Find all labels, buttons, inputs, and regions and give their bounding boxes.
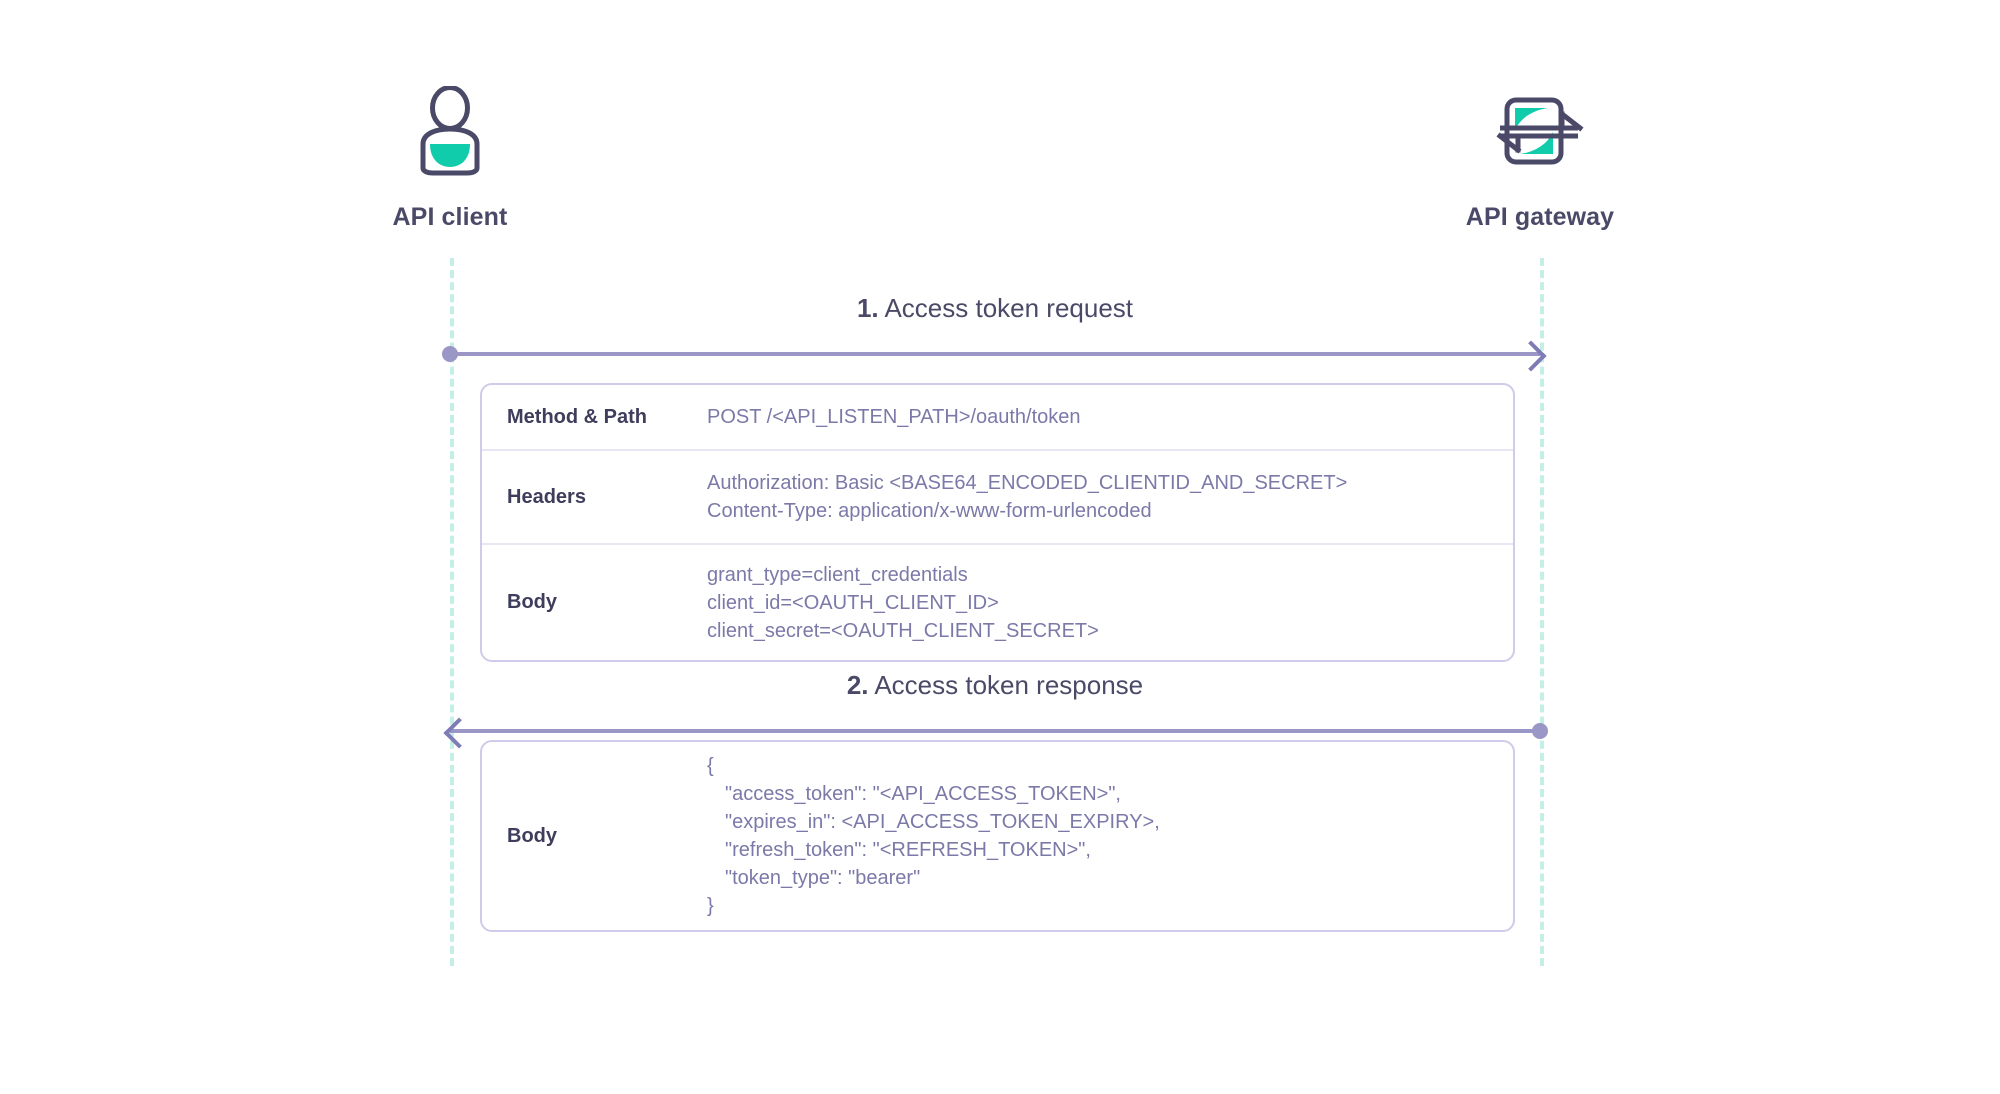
step-1-number: 1. bbox=[856, 293, 879, 323]
table-row: Body grant_type=client_credentials clien… bbox=[482, 545, 1513, 660]
step-1-title: 1. Access token request bbox=[450, 293, 1540, 324]
row-value: Authorization: Basic <BASE64_ENCODED_CLI… bbox=[707, 469, 1513, 525]
step-1-label: Access token request bbox=[884, 293, 1134, 323]
actor-label: API client bbox=[392, 203, 508, 231]
actor-label: API gateway bbox=[1465, 203, 1615, 231]
lifeline-api-client bbox=[450, 258, 454, 966]
row-value-line: "refresh_token": "<REFRESH_TOKEN>", bbox=[725, 839, 1091, 861]
step-2-detail-table: Body { "access_token": "<API_ACCESS_TOKE… bbox=[480, 740, 1515, 932]
step-2-number: 2. bbox=[846, 670, 869, 700]
row-value-line: client_secret=<OAUTH_CLIENT_SECRET> bbox=[707, 619, 1099, 642]
arrow-line bbox=[450, 729, 1540, 733]
step-2-title: 2. Access token response bbox=[450, 670, 1540, 701]
arrow-origin-dot bbox=[442, 346, 458, 362]
table-row: Headers Authorization: Basic <BASE64_ENC… bbox=[482, 451, 1513, 545]
row-value: POST /<API_LISTEN_PATH>/oauth/token bbox=[707, 403, 1513, 431]
lifeline-api-gateway bbox=[1540, 258, 1544, 966]
gateway-icon bbox=[1390, 85, 1690, 177]
arrow-head-left-icon bbox=[443, 717, 475, 749]
table-row: Method & Path POST /<API_LISTEN_PATH>/oa… bbox=[482, 385, 1513, 451]
step-2-label: Access token response bbox=[874, 670, 1144, 700]
row-key: Body bbox=[507, 591, 557, 613]
row-value: grant_type=client_credentials client_id=… bbox=[707, 561, 1513, 645]
row-value-line: client_id=<OAUTH_CLIENT_ID> bbox=[707, 591, 999, 614]
step-2-arrow bbox=[443, 717, 1548, 749]
arrow-origin-dot bbox=[1532, 723, 1548, 739]
row-value-line: Authorization: Basic <BASE64_ENCODED_CLI… bbox=[707, 472, 1348, 494]
row-value-line: grant_type=client_credentials bbox=[707, 563, 968, 586]
row-value-line: "access_token": "<API_ACCESS_TOKEN>", bbox=[725, 783, 1121, 805]
row-key: Headers bbox=[507, 485, 586, 508]
row-value-line: { bbox=[707, 755, 714, 777]
row-value-line: POST /<API_LISTEN_PATH>/oauth/token bbox=[707, 406, 1081, 428]
row-value-line: Content-Type: application/x-www-form-url… bbox=[707, 500, 1152, 522]
row-key: Method & Path bbox=[507, 405, 647, 428]
row-value-line: "token_type": "bearer" bbox=[725, 867, 921, 889]
step-1-arrow bbox=[442, 340, 1547, 372]
user-icon-svg bbox=[420, 86, 480, 176]
row-value-line: "expires_in": <API_ACCESS_TOKEN_EXPIRY>, bbox=[725, 811, 1160, 833]
actor-api-client: API client bbox=[300, 85, 600, 232]
table-row: Body { "access_token": "<API_ACCESS_TOKE… bbox=[482, 742, 1513, 930]
gateway-icon-svg bbox=[1496, 97, 1584, 165]
arrow-line bbox=[450, 352, 1540, 356]
user-icon bbox=[300, 85, 600, 177]
actor-api-gateway: API gateway bbox=[1390, 85, 1690, 232]
row-key: Body bbox=[507, 824, 557, 847]
row-value: { "access_token": "<API_ACCESS_TOKEN>", … bbox=[707, 752, 1513, 920]
step-1-detail-table: Method & Path POST /<API_LISTEN_PATH>/oa… bbox=[480, 383, 1515, 662]
row-value-line: } bbox=[707, 895, 714, 917]
